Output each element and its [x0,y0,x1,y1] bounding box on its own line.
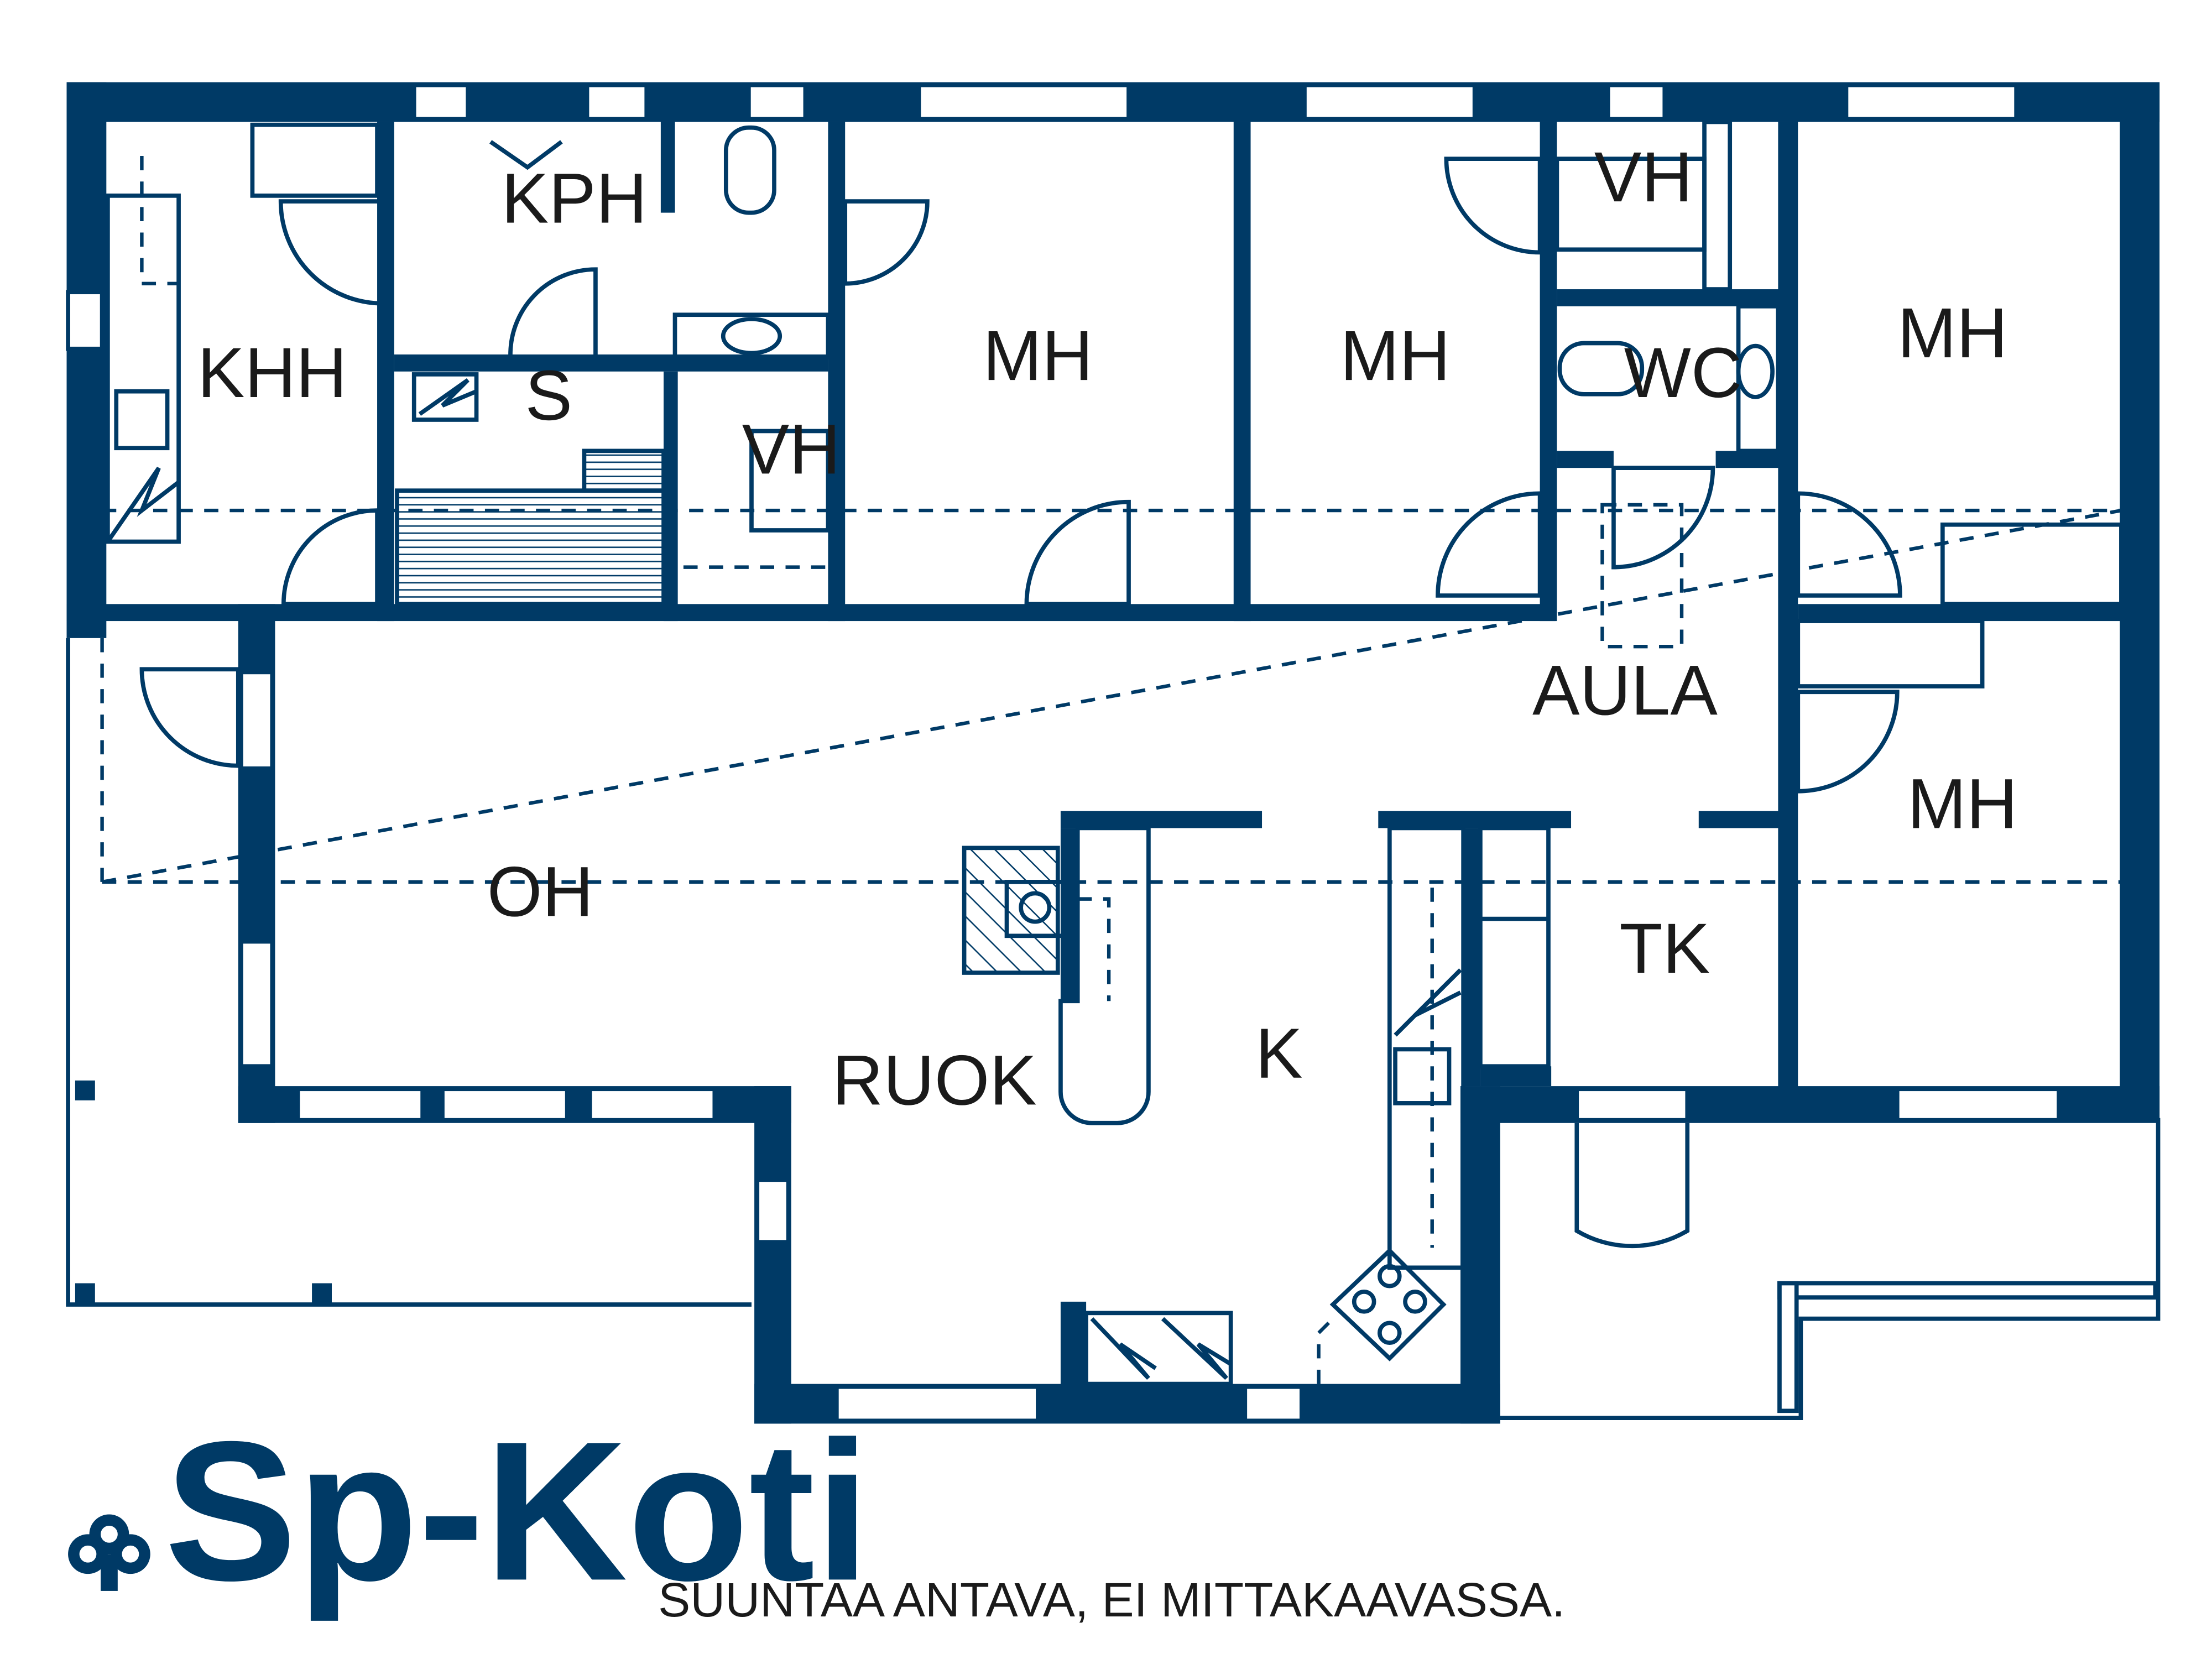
room-label-wc: WC [1624,333,1743,413]
room-label-vh-sauna: VH [742,410,841,489]
laundry-counter [106,194,181,544]
terrace-railing [1777,1281,2158,1300]
sauna-bench-upper [582,448,666,493]
room-label-mh-1: MH [983,316,1093,395]
doors [139,156,1902,1249]
room-label-vh-top: VH [1594,138,1693,217]
toilet [1557,341,1645,397]
room-label-tk: TK [1619,909,1710,988]
terrace-railing [1777,1281,1799,1413]
terrace-outlines [66,638,2161,1420]
toilet [723,125,776,215]
kitchen-counter [1387,826,1465,1270]
sauna-bench [395,488,666,607]
room-label-aula: AULA [1532,651,1718,730]
room-label-oh: OH [487,852,593,931]
laundry-sink [114,389,170,451]
fixtures [106,119,2124,1386]
washbasin [1736,343,1775,399]
brand-name: Sp-Koti [164,1400,870,1623]
brand-logo: Sp-Koti [68,1400,870,1623]
windows [66,83,2061,1423]
terrace-post [312,1283,332,1303]
kitchen-sink [1393,1047,1452,1105]
room-label-mh-3: MH [1897,294,2007,373]
room-labels: KPH KHH S VH MH MH VH WC MH AULA MH OH T… [197,138,2017,1120]
sauna-stove [411,372,479,422]
room-label-ruok: RUOK [832,1041,1037,1120]
scale-disclaimer: SUUNTAA ANTAVA, EI MITTAKAAVASSA. [658,1573,1565,1627]
kitchen-island [1058,826,1151,1125]
room-label-k: K [1255,1014,1303,1093]
terrace-post [75,1080,95,1100]
room-label-mh-4: MH [1907,764,2017,843]
washbasin [672,312,831,359]
terrace-post [75,1283,95,1303]
stove [1329,1248,1447,1361]
room-label-s: S [525,356,573,435]
room-label-mh-2: MH [1340,316,1450,395]
fireplace [962,846,1060,975]
room-label-khh: KHH [197,333,347,413]
room-label-kph: KPH [502,159,648,238]
walls [66,82,2160,1424]
